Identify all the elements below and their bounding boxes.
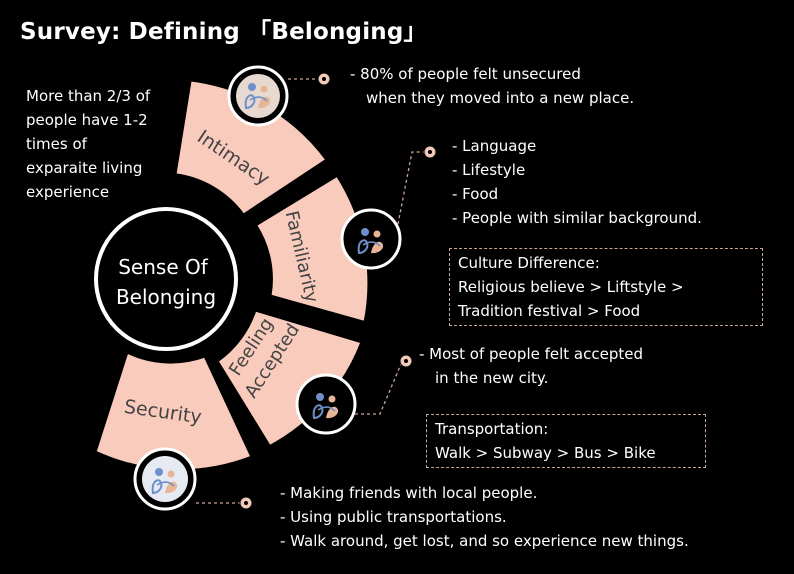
center-label-line1: Sense Of xyxy=(118,255,209,279)
intimacy-icon xyxy=(227,65,289,127)
box-line: Religious believe > Liftstyle > xyxy=(458,278,684,296)
note-line: - 80% of people felt unsecured xyxy=(350,65,581,83)
center-circle: Sense Of Belonging xyxy=(94,207,238,351)
accepted-notes: - Most of people felt accepted in the ne… xyxy=(419,342,643,390)
culture-difference-box: Culture Difference: Religious believe > … xyxy=(449,248,763,326)
note-line: - Using public transportations. xyxy=(280,508,507,526)
note-line: - Making friends with local people. xyxy=(280,484,538,502)
box-line: Culture Difference: xyxy=(458,254,600,272)
note-line: in the new city. xyxy=(435,369,549,387)
left-note-line: exparaite living xyxy=(26,159,143,177)
box-line: Tradition festival > Food xyxy=(458,302,641,320)
note-line: - Most of people felt accepted xyxy=(419,345,643,363)
note-line: - People with similar background. xyxy=(452,209,702,227)
security-icon xyxy=(133,447,197,511)
intimacy-notes: - 80% of people felt unsecured when they… xyxy=(350,62,634,110)
left-note-line: More than 2/3 of xyxy=(26,87,151,105)
connector-familiarity xyxy=(397,151,424,225)
note-line: - Lifestyle xyxy=(452,161,526,179)
note-line: - Language xyxy=(452,137,537,155)
left-note: More than 2/3 of people have 1-2 times o… xyxy=(26,84,186,204)
familiarity-notes: - Language - Lifestyle - Food - People w… xyxy=(452,134,702,230)
note-line: - Food xyxy=(452,185,499,203)
left-note-line: experience xyxy=(26,183,110,201)
note-line: when they moved into a new place. xyxy=(366,89,635,107)
left-note-line: times of xyxy=(26,135,87,153)
center-label-line2: Belonging xyxy=(116,285,216,309)
box-line: Walk > Subway > Bus > Bike xyxy=(435,444,656,462)
box-line: Transportation: xyxy=(435,420,549,438)
security-notes: - Making friends with local people. - Us… xyxy=(280,481,689,553)
page-title: Survey: Defining 「Belonging」 xyxy=(20,19,427,45)
segment-feeling-accepted: Feeling Accepted xyxy=(214,308,364,449)
connector-accepted xyxy=(355,363,402,415)
note-line: - Walk around, get lost, and so experien… xyxy=(280,532,689,550)
segment-familiarity: Familiarity xyxy=(253,173,371,325)
transportation-box: Transportation: Walk > Subway > Bus > Bi… xyxy=(426,414,706,468)
segment-security: Security xyxy=(93,349,255,473)
feeling-accepted-icon xyxy=(295,373,357,435)
familiarity-icon xyxy=(340,208,402,270)
left-note-line: people have 1-2 xyxy=(26,111,148,129)
